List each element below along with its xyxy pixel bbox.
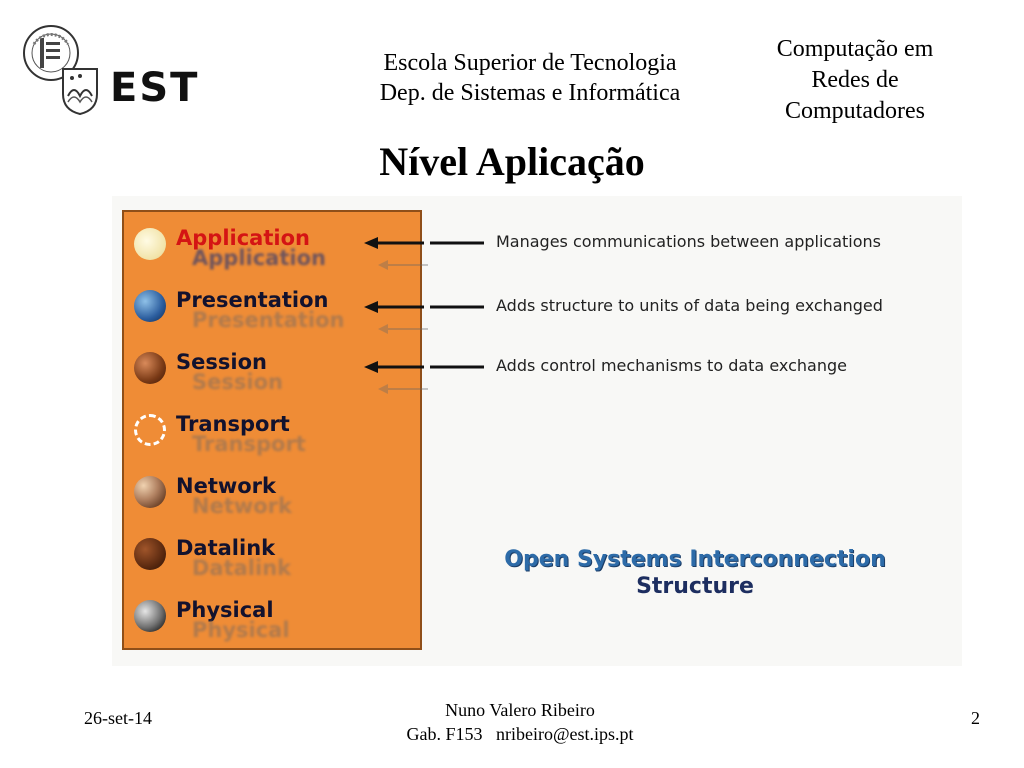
layer-label: Network — [176, 474, 277, 498]
layer-label-shadow: Datalink — [192, 556, 292, 580]
course-name: Computação em Redes de Computadores — [760, 34, 950, 127]
dashed-ring-icon — [134, 414, 166, 446]
school-name: Escola Superior de Tecnologia Dep. de Si… — [300, 48, 760, 108]
course-line-3: Computadores — [785, 98, 925, 124]
logo-wordmark: EST — [110, 65, 200, 111]
author-contact: Gab. F153 nribeiro@est.ips.pt — [406, 724, 634, 744]
school-line-1: Escola Superior de Tecnologia — [383, 50, 677, 76]
layer-label: Session — [176, 350, 267, 374]
layer-network: Network Network — [134, 472, 414, 528]
layer-label: Presentation — [176, 288, 329, 312]
school-logo: EST — [22, 24, 212, 116]
school-line-2: Dep. de Sistemas e Informática — [379, 80, 681, 106]
layer-label-shadow: Network — [192, 494, 293, 518]
page-number: 2 — [971, 708, 980, 728]
shield-icon — [62, 68, 98, 116]
layer-datalink: Datalink Datalink — [134, 534, 414, 590]
osi-layer-stack: Application Application Presentation Pre… — [122, 210, 422, 650]
layer-label-shadow: Session — [192, 370, 283, 394]
faded-arrow-left-icon — [378, 324, 428, 334]
faded-arrow-left-icon — [378, 384, 428, 394]
caption-line-2: Structure — [636, 574, 754, 599]
diagram-caption: Open Systems Interconnection Structure — [492, 546, 898, 600]
layer-session: Session Session — [134, 348, 414, 404]
dark-brown-sphere-icon — [134, 538, 166, 570]
layer-transport: Transport Transport — [134, 410, 414, 466]
author-name: Nuno Valero Ribeiro — [445, 700, 595, 720]
annotation-application: Manages communications between applicati… — [112, 228, 962, 278]
pale-yellow-sphere-icon — [134, 228, 166, 260]
annotation-text: Adds control mechanisms to data exchange — [496, 356, 847, 375]
course-line-1: Computação em — [776, 36, 934, 62]
slide-title: Nível Aplicação — [379, 139, 645, 184]
brown-sphere-icon — [134, 352, 166, 384]
faded-arrow-left-icon — [378, 260, 428, 270]
layer-physical: Physical Physical — [134, 596, 414, 652]
institute-seal-icon — [23, 25, 79, 81]
layer-presentation: Presentation Presentation — [134, 286, 414, 342]
osi-diagram: Application Application Presentation Pre… — [112, 196, 962, 666]
layer-label-shadow: Application — [192, 246, 326, 270]
arrow-left-icon — [364, 361, 484, 373]
arrow-left-icon — [364, 301, 484, 313]
layer-label-shadow: Physical — [192, 618, 290, 642]
layer-label: Application — [176, 226, 310, 250]
layer-label: Physical — [176, 598, 274, 622]
earth-globe-icon — [134, 290, 166, 322]
annotation-text: Adds structure to units of data being ex… — [496, 296, 883, 315]
footer-date: 26-set-14 — [84, 708, 152, 728]
layer-application: Application Application — [134, 224, 414, 280]
arrow-left-icon — [364, 237, 484, 249]
layer-label-shadow: Transport — [192, 432, 306, 456]
course-line-2: Redes de — [811, 67, 899, 93]
footer-author: Nuno Valero Ribeiro Gab. F153 nribeiro@e… — [340, 698, 700, 746]
layer-label: Datalink — [176, 536, 276, 560]
caption-line-1: Open Systems Interconnection — [504, 547, 886, 572]
layer-label: Transport — [176, 412, 290, 436]
annotation-session: Adds control mechanisms to data exchange — [112, 352, 962, 402]
grey-moon-icon — [134, 600, 166, 632]
annotation-text: Manages communications between applicati… — [496, 232, 881, 251]
textured-sphere-icon — [134, 476, 166, 508]
annotation-presentation: Adds structure to units of data being ex… — [112, 292, 962, 342]
layer-label-shadow: Presentation — [192, 308, 345, 332]
